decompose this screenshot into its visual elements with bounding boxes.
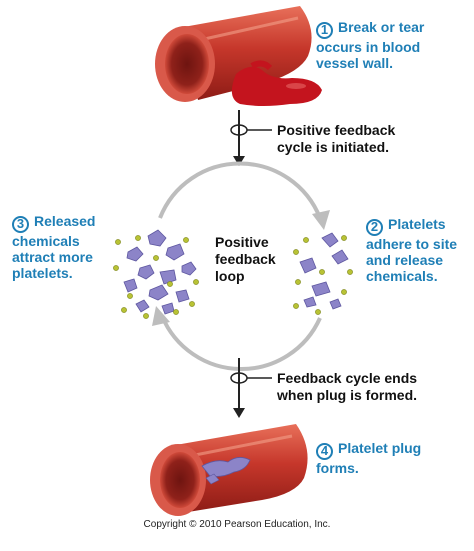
- initiation-arrow: [230, 110, 272, 166]
- step-1-number-badge: 1: [316, 21, 333, 39]
- platelet-plug: [201, 457, 251, 485]
- platelet-cluster-left: [113, 229, 199, 319]
- positive-feedback-loop-label: Positive feedback loop: [215, 234, 276, 284]
- copyright-notice: Copyright © 2010 Pearson Education, Inc.: [143, 519, 331, 530]
- step-2-number-badge: 2: [366, 218, 383, 236]
- positive-feedback-initiated-label: Positive feedback cycle is initiated.: [277, 122, 396, 155]
- termination-arrow: [230, 358, 272, 418]
- torn-vessel-illustration: [155, 6, 322, 106]
- step-3-number-badge: 3: [12, 215, 29, 233]
- plugged-vessel-illustration: [150, 424, 308, 516]
- feedback-cycle-ends-label: Feedback cycle ends when plug is formed.: [277, 370, 418, 403]
- step-4-number-badge: 4: [316, 442, 333, 460]
- blood-pool: [231, 60, 322, 106]
- platelet-cluster-right: [293, 232, 353, 315]
- feedback-loop-arrow: [152, 161, 330, 372]
